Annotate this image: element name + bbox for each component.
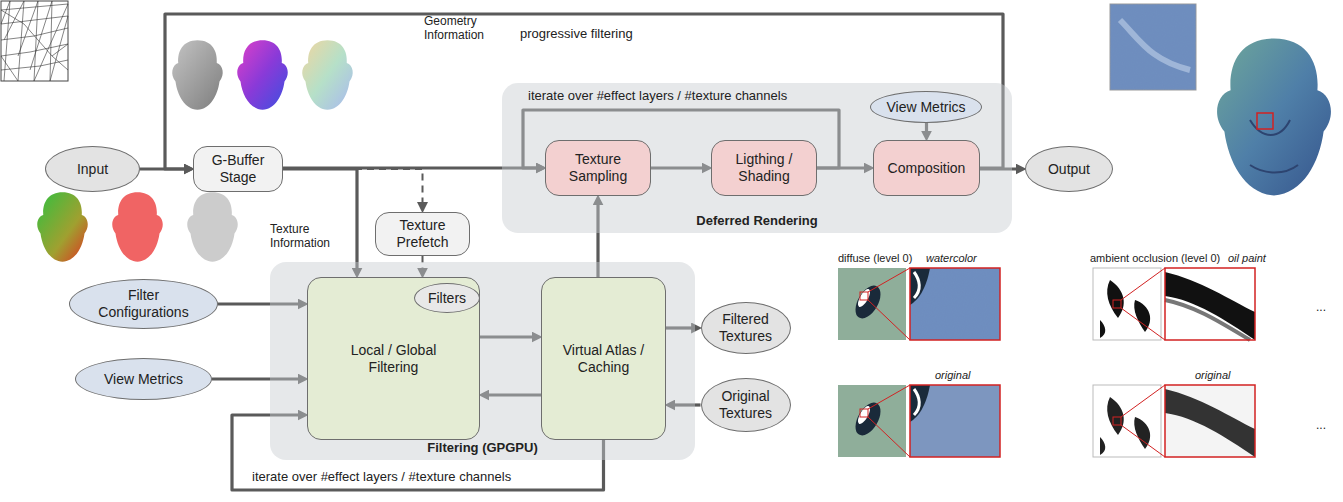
node-text: Filters (428, 290, 466, 307)
data-ellipse: Filtered Textures (701, 302, 791, 354)
output-render-part (1217, 38, 1331, 195)
node-text: Filtered Textures (713, 311, 779, 345)
group-panel: Filtering (GPGPU)Local / Global Filterin… (270, 262, 695, 460)
node-text: Composition (888, 160, 966, 177)
output-closeup-part (1110, 4, 1196, 90)
edge-label: iterate over #effect layers / #texture c… (252, 469, 511, 485)
diffuse-watercolor-part (910, 268, 1000, 340)
connector-arrow (283, 169, 357, 272)
wireframe-mesh-part (1, 1, 68, 81)
edge-label: iterate over #effect layers / #texture c… (528, 88, 787, 104)
node-text: Original Textures (713, 388, 779, 422)
process-box: Texture Sampling (545, 140, 651, 196)
node-text: Texture Sampling (557, 151, 639, 185)
diffuse-original-part (914, 389, 919, 415)
ao-original (1093, 385, 1255, 457)
data-ellipse: Filters (414, 283, 480, 313)
ao-original-part (1121, 385, 1165, 457)
annotation-label: ambient occlusion (level 0) (1090, 252, 1220, 265)
geometry-buffers-part (237, 40, 288, 110)
node-text: Filter Configurations (89, 287, 199, 321)
ao-original-part (1100, 397, 1150, 455)
parameter-ellipse: Filter Configurations (69, 279, 218, 329)
output-closeup (1110, 4, 1196, 90)
wireframe-mesh (1, 1, 68, 81)
ao-original-part (1165, 389, 1255, 457)
diffuse-original-part (910, 385, 1000, 457)
diffuse-watercolor-part (910, 268, 1000, 340)
ao-oilpaint-part (1165, 268, 1255, 340)
node-text: Input (77, 161, 108, 178)
annotation-label: watercolor (926, 252, 977, 265)
connector-arrow (283, 169, 423, 207)
node-text: Texture Prefetch (387, 217, 459, 251)
terminal-ellipse: Input (45, 146, 140, 192)
node-text: Output (1048, 161, 1090, 178)
wireframe-mesh-part (1, 1, 68, 81)
ao-original-part (1165, 385, 1255, 457)
annotation-label: oil paint (1228, 252, 1266, 265)
ao-original-part (1165, 385, 1255, 457)
ao-oilpaint (1093, 268, 1255, 340)
texture-buffers-part (112, 192, 163, 262)
parameter-ellipse: View Metrics (870, 91, 982, 123)
texture-buffers (37, 192, 238, 262)
panel-title: Deferred Rendering (696, 213, 817, 229)
ao-oilpaint-part (1113, 300, 1121, 308)
panel-title: Filtering (GPGPU) (427, 440, 538, 456)
group-panel: Deferred Rendering Texture Sampling Ligthi… (502, 83, 1012, 233)
node-text: View Metrics (886, 99, 965, 116)
node-text: G-Buffer Stage (202, 152, 274, 186)
diffuse-original-part (860, 409, 868, 417)
process-box: Virtual Atlas / Caching (541, 277, 666, 440)
diffuse-watercolor-part (860, 292, 868, 300)
node-text: Local / Global Filtering (339, 342, 449, 376)
diffuse-original-part (910, 385, 1000, 457)
stage-box: Texture Prefetch (375, 212, 470, 256)
annotation-label: original (935, 369, 970, 382)
process-box: Local / Global Filtering Filters (307, 277, 480, 440)
node-text: View Metrics (104, 371, 183, 388)
diffuse-original-part (910, 385, 930, 422)
geometry-buffers-part (302, 40, 353, 110)
diffuse-watercolor-part (850, 281, 885, 322)
node-text: Virtual Atlas / Caching (554, 342, 654, 376)
ao-oilpaint-part (1100, 280, 1150, 338)
ao-oilpaint-part (1121, 268, 1165, 340)
ao-oilpaint-part (1165, 300, 1250, 340)
output-render (1217, 38, 1331, 195)
output-render-part (1257, 113, 1273, 129)
output-closeup-part (1120, 20, 1190, 70)
output-closeup-part (1110, 4, 1196, 90)
stage-box: G-Buffer Stage (193, 146, 283, 192)
process-box: Composition (873, 140, 980, 196)
diffuse-original-part (868, 385, 910, 457)
node-text: Ligthing / Shading (723, 151, 805, 185)
process-box: Ligthing / Shading (711, 140, 817, 196)
edge-label: progressive filtering (520, 26, 633, 42)
ao-oilpaint-part (1165, 268, 1255, 340)
diffuse-original-part (850, 398, 885, 439)
diffuse-original (838, 385, 1000, 457)
texture-buffers-part (37, 192, 88, 262)
annotation-label: ... (1316, 418, 1326, 432)
terminal-ellipse: Output (1025, 146, 1113, 192)
diffuse-watercolor-part (914, 272, 919, 298)
annotation-label: original (1195, 369, 1230, 382)
data-ellipse: Original Textures (701, 378, 791, 432)
ao-oilpaint-part (1165, 272, 1255, 340)
geometry-buffers-part (172, 40, 223, 110)
annotation-label: Texture Information (270, 222, 350, 251)
parameter-ellipse: View Metrics (75, 358, 212, 400)
geometry-buffers (172, 40, 353, 110)
annotation-label: diffuse (level 0) (838, 252, 912, 265)
annotation-label: Geometry Information (424, 14, 496, 43)
texture-buffers-part (187, 192, 238, 262)
diffuse-watercolor-part (868, 268, 910, 340)
ao-original-part (1113, 417, 1121, 425)
diffuse-watercolor-part (910, 268, 930, 305)
annotation-label: ... (1316, 300, 1326, 314)
diffuse-watercolor-part (910, 268, 1000, 340)
diffuse-watercolor (838, 268, 1000, 340)
